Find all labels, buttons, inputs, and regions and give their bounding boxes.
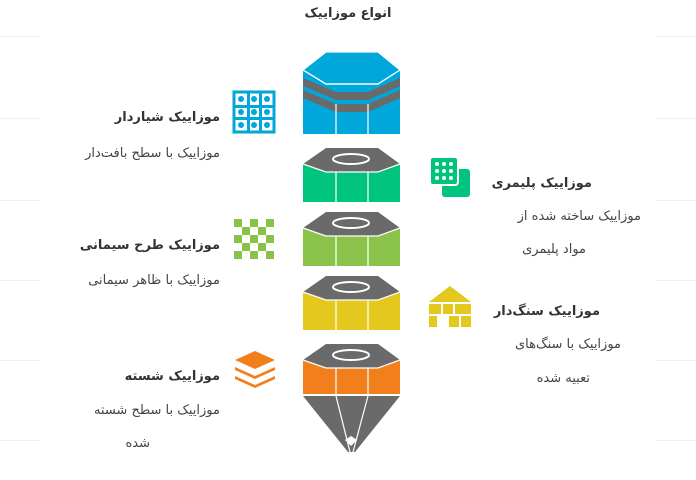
item-desc-fluted: موزاییک با سطح بافت‌دار <box>85 146 220 161</box>
bg-rule <box>656 200 696 201</box>
item-desc-washed-2: شده <box>125 436 150 451</box>
bg-rule <box>656 360 696 361</box>
item-desc-stone-2: تعبیه شده <box>536 371 590 386</box>
bg-rule <box>656 280 696 281</box>
stone-house-icon <box>429 286 471 327</box>
diagram-title: انواع موزاییک <box>304 6 392 21</box>
bg-rule <box>0 200 40 201</box>
tier-yellow <box>302 276 401 330</box>
bg-rule <box>656 440 696 441</box>
bg-rule <box>0 36 40 37</box>
bg-rule <box>0 360 40 361</box>
bg-rule <box>0 440 40 441</box>
tier-blue <box>301 51 402 134</box>
tier-orange <box>302 344 401 394</box>
item-title-fluted: موزاییک شیاردار <box>114 110 220 125</box>
tier-lime <box>302 212 401 266</box>
item-desc-cement: موزاییک با ظاهر سیمانی <box>88 273 220 288</box>
layers-icon <box>235 351 275 388</box>
bg-rule <box>656 118 696 119</box>
item-title-polymer: موزاییک پلیمری <box>491 176 592 191</box>
item-desc-polymer-1: موزاییک ساخته شده از <box>517 209 641 224</box>
tier-green <box>302 148 401 202</box>
item-desc-washed-1: موزاییک با سطح شسته <box>93 403 220 418</box>
item-desc-stone-1: موزاییک با سنگ‌های <box>514 337 621 352</box>
grid-pattern-icon <box>232 90 276 134</box>
item-desc-polymer-2: مواد پلیمری <box>522 242 586 257</box>
checker-pattern-icon <box>234 219 274 259</box>
item-title-stone: موزاییک سنگ‌دار <box>493 304 600 319</box>
bg-rule <box>656 36 696 37</box>
bg-rule <box>0 118 40 119</box>
bg-rule <box>0 280 40 281</box>
item-title-washed: موزاییک شسته <box>124 369 220 384</box>
tier-cone <box>303 395 400 453</box>
item-title-cement: موزاییک طرح سیمانی <box>79 238 220 253</box>
dotted-squares-icon <box>429 156 470 197</box>
